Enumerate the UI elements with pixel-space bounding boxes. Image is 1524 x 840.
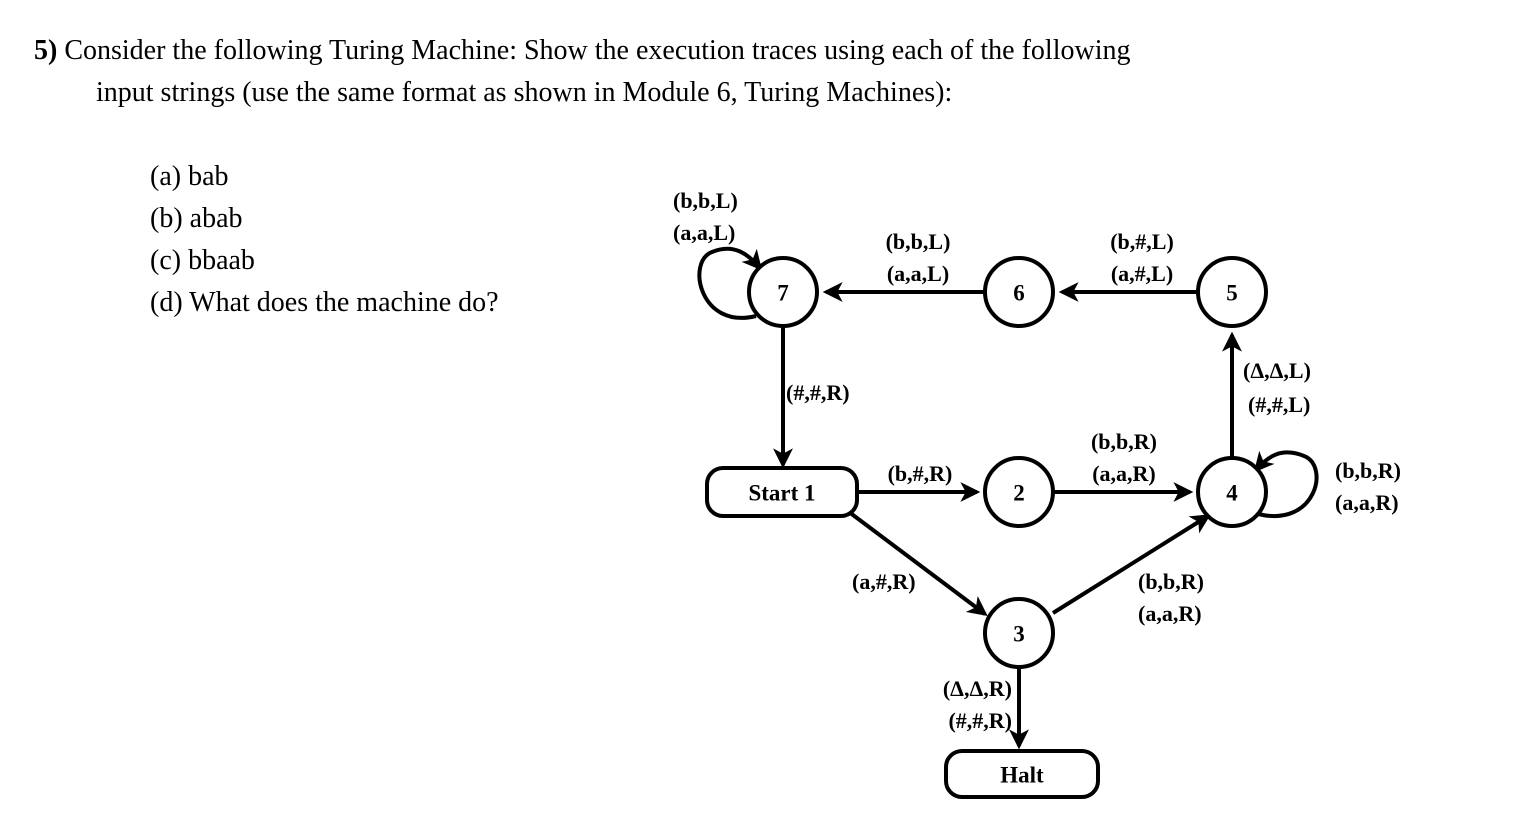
label-self-loop-7-line1: (b,b,L) xyxy=(673,188,738,213)
question-number: 5) xyxy=(34,35,58,66)
label-edge-6-to-7-line2: (a,a,L) xyxy=(887,261,949,286)
node-7[interactable] xyxy=(747,256,819,328)
label-edge-2-to-4-line2: (a,a,R) xyxy=(1092,461,1156,486)
node-6-label: 6 xyxy=(1013,281,1025,306)
node-4-label: 4 xyxy=(1226,481,1238,506)
question-line-2: input strings (use the same format as sh… xyxy=(96,77,953,108)
label-edge-6-to-7-line1: (b,b,L) xyxy=(886,229,951,254)
label-edge-3-to-halt-line1: (Δ,Δ,R) xyxy=(943,676,1012,701)
question-item-b: (b) abab xyxy=(150,203,243,234)
edge-3-to-4 xyxy=(1051,514,1211,615)
label-edge-start1-to-2: (b,#,R) xyxy=(888,461,953,486)
node-start1-label: Start 1 xyxy=(748,481,815,506)
node-3-label: 3 xyxy=(1013,622,1025,647)
label-edge-3-to-4-line1: (b,b,R) xyxy=(1138,569,1204,594)
node-5[interactable] xyxy=(1196,256,1268,328)
label-edge-5-to-6-line2: (a,#,L) xyxy=(1111,261,1173,286)
question-line-1-text: Consider the following Turing Machine: S… xyxy=(64,35,1131,66)
question-line-1: 5) Consider the following Turing Machine… xyxy=(34,30,1130,72)
label-edge-3-to-4-line2: (a,a,R) xyxy=(1138,601,1202,626)
self-loop-4 xyxy=(1253,450,1319,518)
node-2-label: 2 xyxy=(1013,481,1025,506)
node-halt[interactable] xyxy=(944,749,1100,799)
label-edge-3-to-halt-line2: (#,#,R) xyxy=(948,708,1012,733)
node-4[interactable] xyxy=(1196,456,1268,528)
label-edge-start1-to-3: (a,#,R) xyxy=(852,569,916,594)
label-edge-7-to-start1: (#,#,R) xyxy=(786,380,850,405)
node-3[interactable] xyxy=(983,597,1055,669)
edge-start1-to-3 xyxy=(847,510,988,616)
label-edge-5-to-6-line1: (b,#,L) xyxy=(1110,229,1174,254)
question-item-d: (d) What does the machine do? xyxy=(150,287,499,318)
node-7-label: 7 xyxy=(777,281,789,306)
node-5-label: 5 xyxy=(1226,281,1238,306)
label-edge-4-to-5-line1: (Δ,Δ,L) xyxy=(1243,358,1311,383)
label-edge-4-to-5-line2: (#,#,L) xyxy=(1248,392,1310,417)
label-self-loop-7-line2: (a,a,L) xyxy=(673,220,735,245)
node-start1[interactable] xyxy=(705,466,859,518)
node-2[interactable] xyxy=(983,456,1055,528)
node-halt-label: Halt xyxy=(1000,763,1044,788)
label-self-loop-4-line1: (b,b,R) xyxy=(1335,458,1401,483)
question-item-c: (c) bbaab xyxy=(150,245,255,276)
question-item-a: (a) bab xyxy=(150,161,229,192)
self-loop-7 xyxy=(697,246,763,320)
label-self-loop-4-line2: (a,a,R) xyxy=(1335,490,1399,515)
label-edge-2-to-4-line1: (b,b,R) xyxy=(1091,429,1157,454)
node-6[interactable] xyxy=(983,256,1055,328)
